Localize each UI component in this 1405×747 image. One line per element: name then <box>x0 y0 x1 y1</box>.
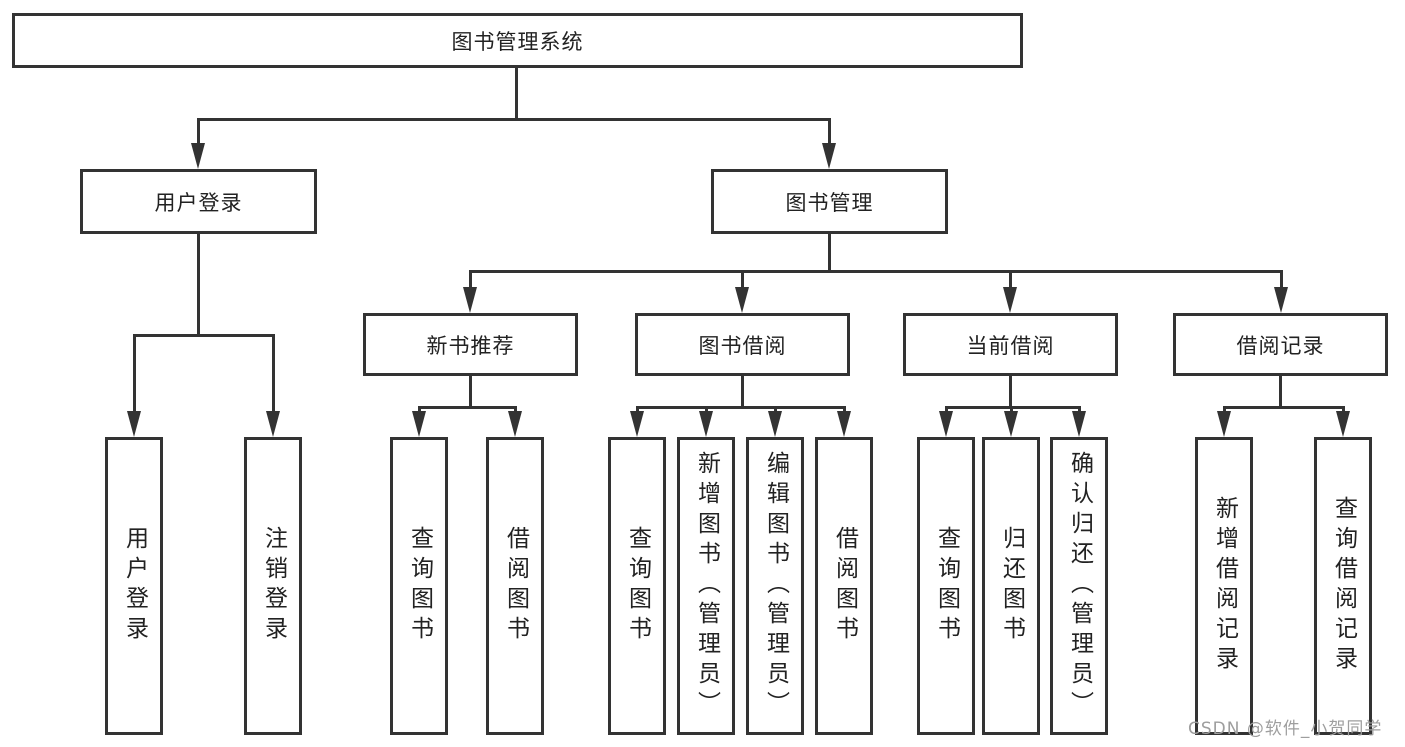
leaf-borrow-borrow-books-label: 借阅图书 <box>831 526 858 646</box>
arrow-down-icon <box>1274 287 1288 313</box>
connector-shaft-leaf-login-2 <box>272 334 275 413</box>
arrow-down-icon <box>630 411 644 437</box>
connector-shaft <box>1342 406 1345 413</box>
node-user-login: 用户登录 <box>80 169 317 234</box>
leaf-current-return-books-label: 归还图书 <box>998 526 1025 646</box>
node-book-management: 图书管理 <box>711 169 948 234</box>
arrow-down-icon <box>127 411 141 437</box>
connector-records-stem <box>1279 374 1282 408</box>
leaf-logout-label: 注销登录 <box>260 526 287 646</box>
leaf-borrow-query-books-label: 查询图书 <box>624 526 651 646</box>
leaf-current-query-books-label: 查询图书 <box>933 526 960 646</box>
leaf-borrow-add-books-admin: 新增图书（管理员） <box>677 437 735 735</box>
connector-shaft <box>945 406 948 413</box>
node-new-book-recommend: 新书推荐 <box>363 313 578 376</box>
node-current-borrow-label: 当前借阅 <box>966 333 1055 358</box>
leaf-user-login: 用户登录 <box>105 437 163 735</box>
connector-shaft-current <box>1009 270 1012 289</box>
arrow-down-icon <box>191 143 205 169</box>
arrow-down-icon <box>508 411 522 437</box>
leaf-borrow-borrow-books: 借阅图书 <box>815 437 873 735</box>
leaf-records-add-record: 新增借阅记录 <box>1195 437 1253 735</box>
node-root: 图书管理系统 <box>12 13 1023 68</box>
connector-shaft-recommend <box>469 270 472 289</box>
connector-root-stem <box>515 66 518 121</box>
arrow-down-icon <box>1004 411 1018 437</box>
connector-manage-rail <box>469 270 1282 273</box>
arrow-down-icon <box>463 287 477 313</box>
node-user-login-label: 用户登录 <box>154 190 243 215</box>
connector-recommend-stem <box>469 374 472 408</box>
arrow-down-icon <box>1217 411 1231 437</box>
arrow-down-icon <box>412 411 426 437</box>
node-book-management-label: 图书管理 <box>785 190 874 215</box>
leaf-borrow-edit-books-admin: 编辑图书（管理员） <box>746 437 804 735</box>
leaf-records-add-record-label: 新增借阅记录 <box>1211 496 1238 676</box>
connector-shaft <box>418 406 421 413</box>
node-current-borrow: 当前借阅 <box>903 313 1118 376</box>
leaf-borrow-edit-books-admin-label: 编辑图书（管理员） <box>762 451 789 721</box>
connector-shaft <box>1010 406 1013 413</box>
node-borrow-records: 借阅记录 <box>1173 313 1388 376</box>
connector-login-rail <box>133 334 274 337</box>
node-book-borrow: 图书借阅 <box>635 313 850 376</box>
node-root-label: 图书管理系统 <box>451 29 584 54</box>
arrow-down-icon <box>837 411 851 437</box>
arrow-down-icon <box>768 411 782 437</box>
connector-borrow-rail <box>636 406 845 409</box>
arrow-down-icon <box>735 287 749 313</box>
connector-shaft-user-login <box>197 118 200 145</box>
connector-shaft <box>843 406 846 413</box>
connector-records-rail <box>1223 406 1344 409</box>
leaf-borrow-query-books: 查询图书 <box>608 437 666 735</box>
connector-shaft <box>705 406 708 413</box>
arrow-down-icon <box>1072 411 1086 437</box>
node-book-borrow-label: 图书借阅 <box>698 333 787 358</box>
leaf-records-query-record: 查询借阅记录 <box>1314 437 1372 735</box>
connector-shaft-records <box>1280 270 1283 289</box>
leaf-current-confirm-return-admin: 确认归还（管理员） <box>1050 437 1108 735</box>
arrow-down-icon <box>1336 411 1350 437</box>
leaf-recommend-query-books: 查询图书 <box>390 437 448 735</box>
leaf-logout: 注销登录 <box>244 437 302 735</box>
arrow-down-icon <box>699 411 713 437</box>
leaf-recommend-borrow-books-label: 借阅图书 <box>502 526 529 646</box>
csdn-watermark: CSDN @软件_小贺同学 <box>1188 719 1383 739</box>
connector-manage-stem <box>828 232 831 272</box>
node-new-book-recommend-label: 新书推荐 <box>426 333 515 358</box>
arrow-down-icon <box>822 143 836 169</box>
leaf-records-query-record-label: 查询借阅记录 <box>1330 496 1357 676</box>
connector-root-rail <box>197 118 831 121</box>
node-borrow-records-label: 借阅记录 <box>1236 333 1325 358</box>
connector-borrow-stem <box>741 374 744 408</box>
connector-shaft-book-management <box>828 118 831 145</box>
connector-shaft <box>1223 406 1226 413</box>
arrow-down-icon <box>266 411 280 437</box>
leaf-current-return-books: 归还图书 <box>982 437 1040 735</box>
connector-shaft <box>514 406 517 413</box>
connector-shaft <box>1078 406 1081 413</box>
leaf-current-confirm-return-admin-label: 确认归还（管理员） <box>1066 451 1093 721</box>
arrow-down-icon <box>939 411 953 437</box>
leaf-borrow-add-books-admin-label: 新增图书（管理员） <box>693 451 720 721</box>
connector-current-stem <box>1009 374 1012 408</box>
leaf-current-query-books: 查询图书 <box>917 437 975 735</box>
connector-shaft-borrow <box>741 270 744 289</box>
connector-shaft <box>636 406 639 413</box>
arrow-down-icon <box>1003 287 1017 313</box>
connector-login-stem <box>197 232 200 336</box>
connector-shaft-leaf-login-1 <box>133 334 136 413</box>
connector-recommend-rail <box>418 406 516 409</box>
leaf-user-login-label: 用户登录 <box>121 526 148 646</box>
leaf-recommend-borrow-books: 借阅图书 <box>486 437 544 735</box>
leaf-recommend-query-books-label: 查询图书 <box>406 526 433 646</box>
connector-shaft <box>774 406 777 413</box>
